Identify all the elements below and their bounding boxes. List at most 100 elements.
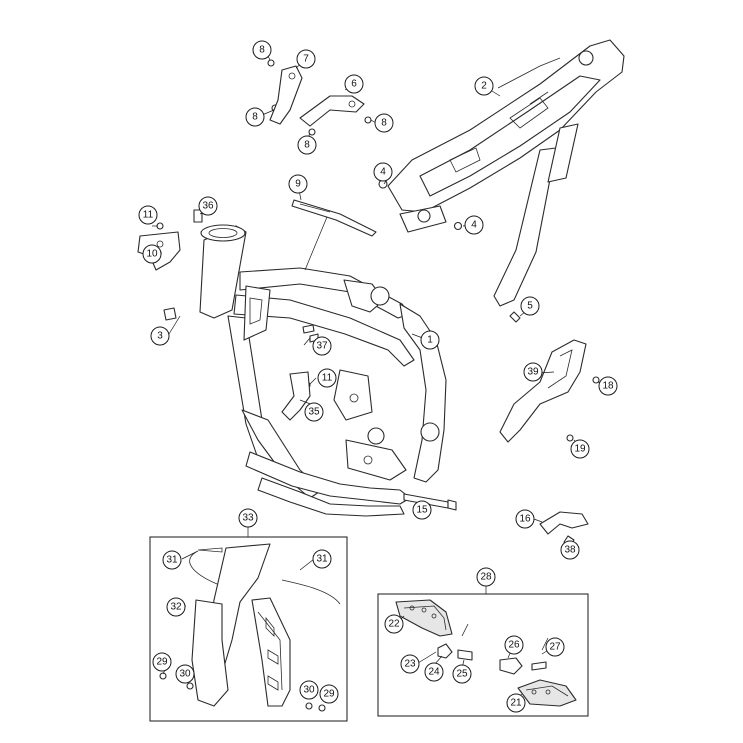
callout-8-right[interactable]: 8 [374,113,394,133]
callout-25[interactable]: 25 [452,664,472,684]
bracket-6 [299,95,365,127]
chain-guide-39 [499,339,600,443]
rear-subframe [387,39,625,307]
svg-text:6: 6 [351,79,357,90]
callout-8-bottom[interactable]: 8 [297,135,317,155]
callout-29-right[interactable]: 29 [319,684,339,704]
svg-text:11: 11 [143,210,154,221]
callout-15[interactable]: 15 [412,500,432,520]
bracket-35 [281,371,311,421]
svg-text:4: 4 [380,167,386,178]
svg-text:39: 39 [527,367,539,378]
svg-text:19: 19 [574,444,586,455]
callout-11-lower[interactable]: 11 [317,368,337,388]
svg-text:28: 28 [480,572,492,583]
damper-3 [163,307,177,321]
callout-28[interactable]: 28 [476,567,496,587]
callout-8-top[interactable]: 8 [252,40,272,60]
svg-text:8: 8 [259,45,265,56]
svg-text:26: 26 [508,640,520,651]
callout-4-upper[interactable]: 4 [373,162,393,182]
svg-text:3: 3 [157,331,163,342]
svg-text:29: 29 [323,689,335,700]
svg-text:31: 31 [166,555,178,566]
svg-text:5: 5 [527,301,533,312]
svg-text:32: 32 [170,602,182,613]
svg-text:30: 30 [179,669,191,680]
callout-30-right[interactable]: 30 [299,680,319,700]
brackets-6-7 [269,65,365,127]
svg-text:33: 33 [242,513,254,524]
chain-slider-16 [539,511,589,547]
callout-30-left[interactable]: 30 [175,664,195,684]
svg-text:8: 8 [304,140,310,151]
callout-10[interactable]: 10 [142,244,162,264]
svg-text:16: 16 [519,514,531,525]
bracket-7 [269,65,303,125]
svg-text:1: 1 [427,335,433,346]
svg-text:7: 7 [303,54,309,65]
bolt-8d [364,116,372,124]
callout-24[interactable]: 24 [424,662,444,682]
callout-18[interactable]: 18 [598,376,618,396]
callout-1[interactable]: 1 [420,330,440,350]
svg-text:2: 2 [481,81,487,92]
svg-text:29: 29 [156,657,168,668]
svg-text:24: 24 [428,667,440,678]
bolt-5 [509,311,521,323]
svg-text:37: 37 [316,341,328,352]
callout-27[interactable]: 27 [545,637,565,657]
callout-35[interactable]: 35 [304,402,324,422]
callout-38[interactable]: 38 [560,540,580,560]
callout-26[interactable]: 26 [504,635,524,655]
callout-7[interactable]: 7 [296,49,316,69]
svg-text:35: 35 [308,407,320,418]
svg-text:25: 25 [456,669,468,680]
callout-11-upper[interactable]: 11 [138,205,158,225]
svg-text:38: 38 [564,545,576,556]
svg-text:36: 36 [202,201,214,212]
svg-text:31: 31 [316,554,328,565]
frame-protector-kit [149,527,348,722]
fasteners [156,59,521,389]
svg-text:22: 22 [388,619,400,630]
svg-text:18: 18 [602,381,614,392]
svg-text:27: 27 [549,642,561,653]
callout-19[interactable]: 19 [570,439,590,459]
callout-33[interactable]: 33 [238,508,258,528]
callout-37[interactable]: 37 [312,336,332,356]
svg-text:4: 4 [471,220,477,231]
footrest-kit [377,585,589,717]
svg-text:8: 8 [381,118,387,129]
callout-36[interactable]: 36 [198,196,218,216]
callouts: 1 2 3 4 4 5 6 7 8 8 8 8 9 10 11 11 15 16… [138,40,618,713]
main-frame [199,224,447,517]
callout-3[interactable]: 3 [150,326,170,346]
callout-22[interactable]: 22 [384,614,404,634]
callout-9[interactable]: 9 [288,174,308,194]
callout-4-lower[interactable]: 4 [464,215,484,235]
callout-5[interactable]: 5 [520,296,540,316]
svg-text:23: 23 [404,659,416,670]
svg-text:21: 21 [510,698,522,709]
callout-31-right[interactable]: 31 [312,549,332,569]
callout-32[interactable]: 32 [166,597,186,617]
svg-text:10: 10 [146,249,158,260]
callout-2[interactable]: 2 [474,76,494,96]
callout-39[interactable]: 39 [523,362,543,382]
svg-text:11: 11 [322,373,333,384]
callout-16[interactable]: 16 [515,509,535,529]
bolt-4b [453,221,463,231]
svg-text:9: 9 [295,179,301,190]
callout-21[interactable]: 21 [506,693,526,713]
nut-37 [302,324,315,334]
callout-6[interactable]: 6 [344,74,364,94]
callout-8-left[interactable]: 8 [245,107,265,127]
callout-23[interactable]: 23 [400,654,420,674]
callout-29-left[interactable]: 29 [152,652,172,672]
callout-31-left[interactable]: 31 [162,550,182,570]
svg-text:15: 15 [416,505,428,516]
bolt-8a [267,59,275,67]
